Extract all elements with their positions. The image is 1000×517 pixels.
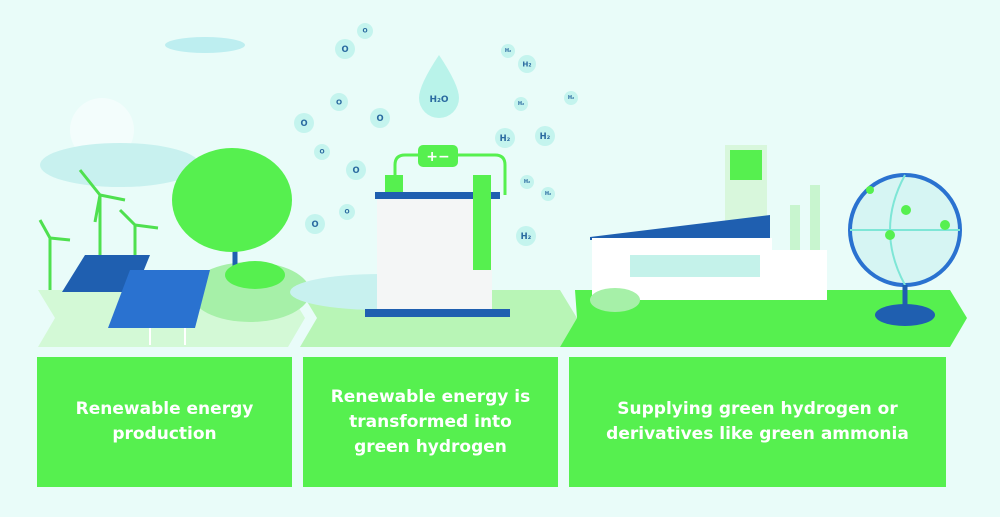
cloud xyxy=(40,143,200,187)
oxygen-label: O xyxy=(352,165,359,175)
oxygen-label: O xyxy=(300,118,307,128)
hydrogen-bubble xyxy=(541,187,555,201)
hydrogen-bubble xyxy=(516,226,536,246)
oxygen-bubble xyxy=(335,39,355,59)
step-3-label: Supplying green hydrogen or derivatives … xyxy=(606,399,909,444)
hydrogen-label: H₂ xyxy=(522,60,531,69)
oxygen-label: O xyxy=(344,209,349,216)
oxygen-bubble xyxy=(357,23,373,39)
hydrogen-bubble xyxy=(495,128,515,148)
hydrogen-label: H₂ xyxy=(568,95,574,101)
hydrogen-bubble xyxy=(514,97,528,111)
oxygen-label: O xyxy=(376,113,383,123)
bush xyxy=(225,261,285,289)
globe xyxy=(848,173,962,326)
oxygen-label: O xyxy=(362,28,367,35)
oxygen-bubble xyxy=(346,160,366,180)
step-box-2: Renewable energy is transformed into gre… xyxy=(303,357,558,487)
hydrogen-label: H₂ xyxy=(521,231,532,241)
hydrogen-label: H₂ xyxy=(540,131,551,141)
step-box-1: Renewable energy production xyxy=(37,357,292,487)
cloud xyxy=(165,37,245,53)
molecule-bubbles: H₂O O O O O O O O O O H₂ H₂ H₂ H₂ H₂ H₂ H₂ H₂ H₂ xyxy=(294,23,578,246)
step-1-label: Renewable energy production xyxy=(75,399,254,444)
hydrogen-label: H₂ xyxy=(500,133,511,143)
oxygen-bubble xyxy=(370,108,390,128)
hydrogen-bubble xyxy=(520,175,534,189)
grass xyxy=(590,288,640,312)
oxygen-bubble xyxy=(294,113,314,133)
hydrogen-bubble xyxy=(535,126,555,146)
oxygen-label: O xyxy=(319,149,324,156)
hydrogen-bubble xyxy=(564,91,578,105)
oxygen-bubble xyxy=(339,204,355,220)
oxygen-bubble xyxy=(305,214,325,234)
oxygen-label: O xyxy=(336,98,342,107)
chevron-step-3 xyxy=(560,290,967,347)
electrolyzer: +− xyxy=(365,145,510,317)
hydrogen-label: H₂ xyxy=(545,191,551,197)
water-label: H₂O xyxy=(429,95,448,105)
oxygen-label: O xyxy=(341,44,348,54)
tree-crown xyxy=(172,148,292,252)
wind-turbines xyxy=(38,169,159,290)
svg-text:+−: +− xyxy=(426,149,449,165)
hydrogen-label: H₂ xyxy=(524,179,530,185)
water-drop xyxy=(419,55,459,118)
step-box-3: Supplying green hydrogen or derivatives … xyxy=(569,357,946,487)
hydrogen-bubble xyxy=(501,44,515,58)
step-2-label: Renewable energy is transformed into gre… xyxy=(330,386,531,457)
hydrogen-label: H₂ xyxy=(518,101,524,107)
oxygen-bubble xyxy=(314,144,330,160)
solar-panels xyxy=(62,255,210,345)
oxygen-bubble xyxy=(330,93,348,111)
hydrogen-bubble xyxy=(518,55,536,73)
oxygen-label: O xyxy=(311,219,318,229)
hydrogen-label: H₂ xyxy=(505,48,511,54)
factory xyxy=(590,145,827,312)
